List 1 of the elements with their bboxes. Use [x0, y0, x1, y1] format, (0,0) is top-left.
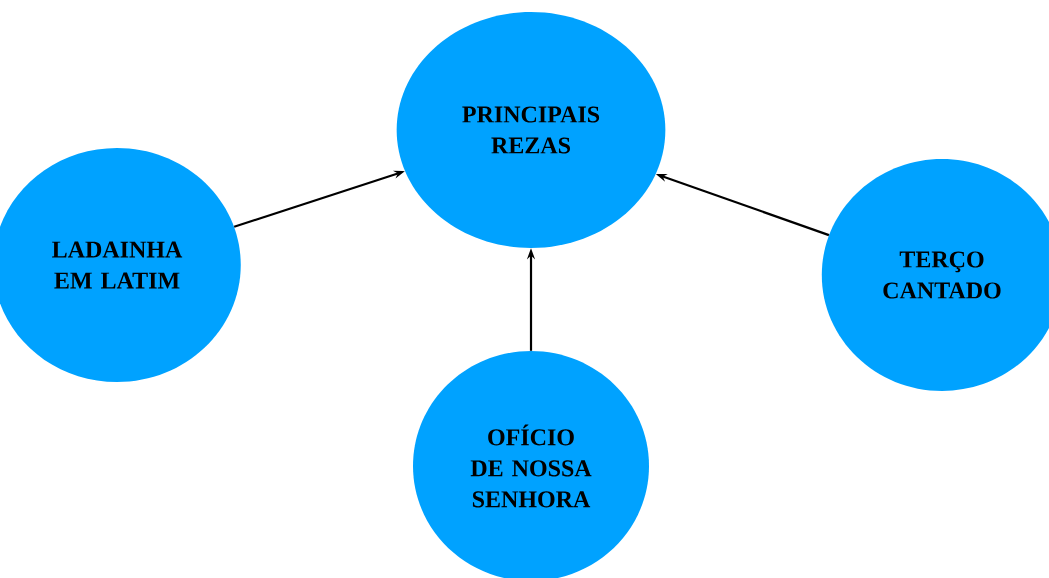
circle-node: PRINCIPAIS REZAS — [396, 12, 666, 248]
